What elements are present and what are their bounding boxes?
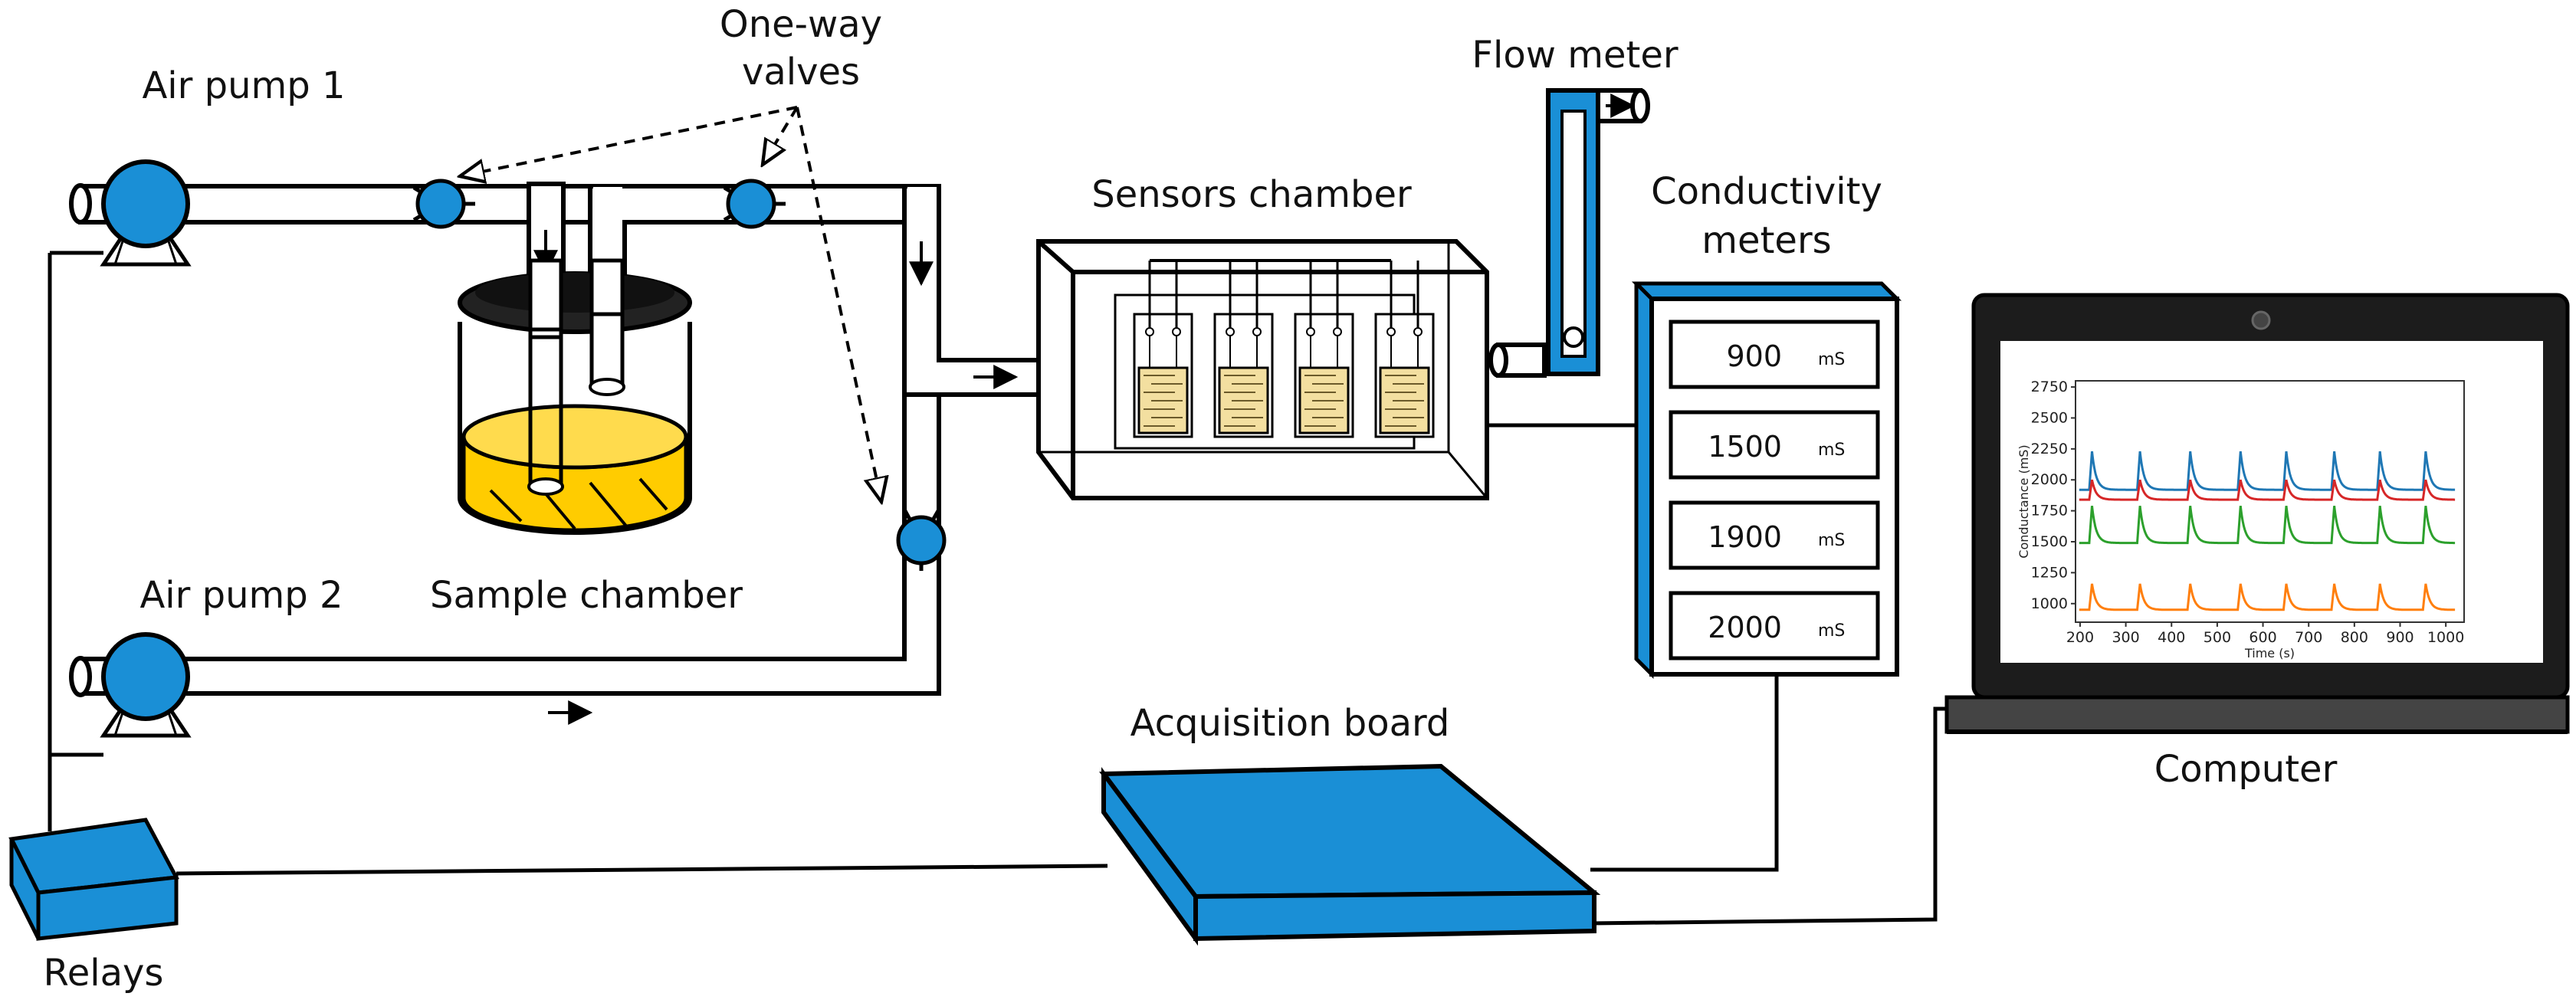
meter-value: 2000	[1708, 611, 1782, 644]
y-tick-label: 2250	[2031, 441, 2068, 457]
x-tick-label: 600	[2249, 629, 2276, 646]
meter-display: 900 mS	[1669, 320, 1880, 389]
valve-pointer-lines	[460, 106, 881, 502]
series-line	[2079, 479, 2456, 501]
gas-sensor	[1133, 261, 1193, 438]
meter-unit: mS	[1818, 621, 1845, 641]
meter-display: 2000 mS	[1669, 591, 1880, 660]
label-conductivity-meters-1: Conductivity	[1651, 170, 1882, 213]
series-line	[2079, 451, 2456, 491]
meter-unit: mS	[1818, 531, 1845, 550]
x-tick-label: 800	[2341, 629, 2368, 646]
plot-frame	[2075, 380, 2465, 623]
label-conductivity-meters-2: meters	[1701, 219, 1831, 262]
x-axis-label: Time (s)	[2244, 646, 2295, 660]
gas-sensor-array	[1133, 259, 1435, 438]
x-tick-label: 1000	[2427, 629, 2464, 646]
one-way-valve-2	[723, 179, 786, 229]
label-flow-meter: Flow meter	[1472, 34, 1678, 77]
meter-value: 1900	[1708, 520, 1782, 554]
meter-unit: mS	[1818, 350, 1845, 369]
gas-sensor	[1294, 261, 1354, 438]
meter-value: 900	[1726, 339, 1782, 373]
x-tick-label: 300	[2112, 629, 2139, 646]
series-line	[2079, 506, 2456, 545]
x-tick-label: 900	[2386, 629, 2414, 646]
inlet-pipe-pump1-end	[69, 183, 92, 225]
y-tick-label: 2500	[2031, 409, 2068, 426]
meter-panels: 900 mS 1500 mS 1900 mS 2000 mS	[1669, 320, 1880, 660]
conductivity-meters: 900 mS 1500 mS 1900 mS 2000 mS	[1631, 281, 1902, 680]
bypass-pipe-end	[69, 656, 92, 697]
gas-sensor	[1374, 261, 1435, 438]
meter-display: 1500 mS	[1669, 410, 1880, 480]
label-one-way-valves-1: One-way	[720, 3, 882, 46]
acquisition-board	[1099, 763, 1601, 946]
relays	[8, 818, 179, 941]
computer: 1000 1250 1500 1750 2000 2250 2500 2750 200 300 40…	[1944, 293, 2570, 734]
x-tick-label: 700	[2295, 629, 2322, 646]
sample-chamber	[458, 258, 692, 535]
pump-body	[101, 159, 190, 248]
label-relays: Relays	[44, 952, 164, 995]
y-tick-label: 1750	[2031, 503, 2068, 520]
y-tick-label: 1500	[2031, 533, 2068, 550]
flow-meter	[1488, 88, 1650, 378]
x-tick-label: 500	[2204, 629, 2231, 646]
y-tick-label: 2000	[2031, 471, 2068, 488]
label-air-pump-1: Air pump 1	[142, 64, 345, 107]
gas-sensor	[1213, 261, 1274, 438]
y-axis-label: Conductance (mS)	[2016, 444, 2031, 558]
label-acquisition-board: Acquisition board	[1130, 702, 1450, 745]
label-air-pump-2: Air pump 2	[139, 574, 343, 617]
one-way-valve-3	[896, 508, 947, 571]
meter-unit: mS	[1818, 441, 1845, 460]
laptop-base	[1944, 695, 2570, 734]
label-sensors-chamber: Sensors chamber	[1091, 173, 1412, 216]
conductance-chart: 1000 1250 1500 1750 2000 2250 2500 2750 200 300 40…	[2016, 379, 2465, 660]
label-one-way-valves-2: valves	[742, 51, 860, 93]
one-way-valve-1	[412, 179, 475, 229]
meter-value: 1500	[1708, 430, 1782, 464]
air-pump-1	[100, 159, 192, 267]
y-tick-label: 2750	[2031, 379, 2068, 395]
y-tick-label: 1000	[2031, 595, 2068, 612]
series-line	[2079, 583, 2456, 611]
x-tick-label: 400	[2158, 629, 2185, 646]
sensors-chamber	[1036, 239, 1489, 500]
meter-display: 1900 mS	[1669, 500, 1880, 570]
x-tick-label: 200	[2066, 629, 2094, 646]
label-sample-chamber: Sample chamber	[430, 574, 743, 617]
air-pump-2	[100, 632, 192, 738]
pump-body	[101, 632, 190, 721]
y-tick-label: 1250	[2031, 564, 2068, 581]
label-computer: Computer	[2154, 748, 2338, 791]
webcam-icon	[2251, 310, 2271, 330]
